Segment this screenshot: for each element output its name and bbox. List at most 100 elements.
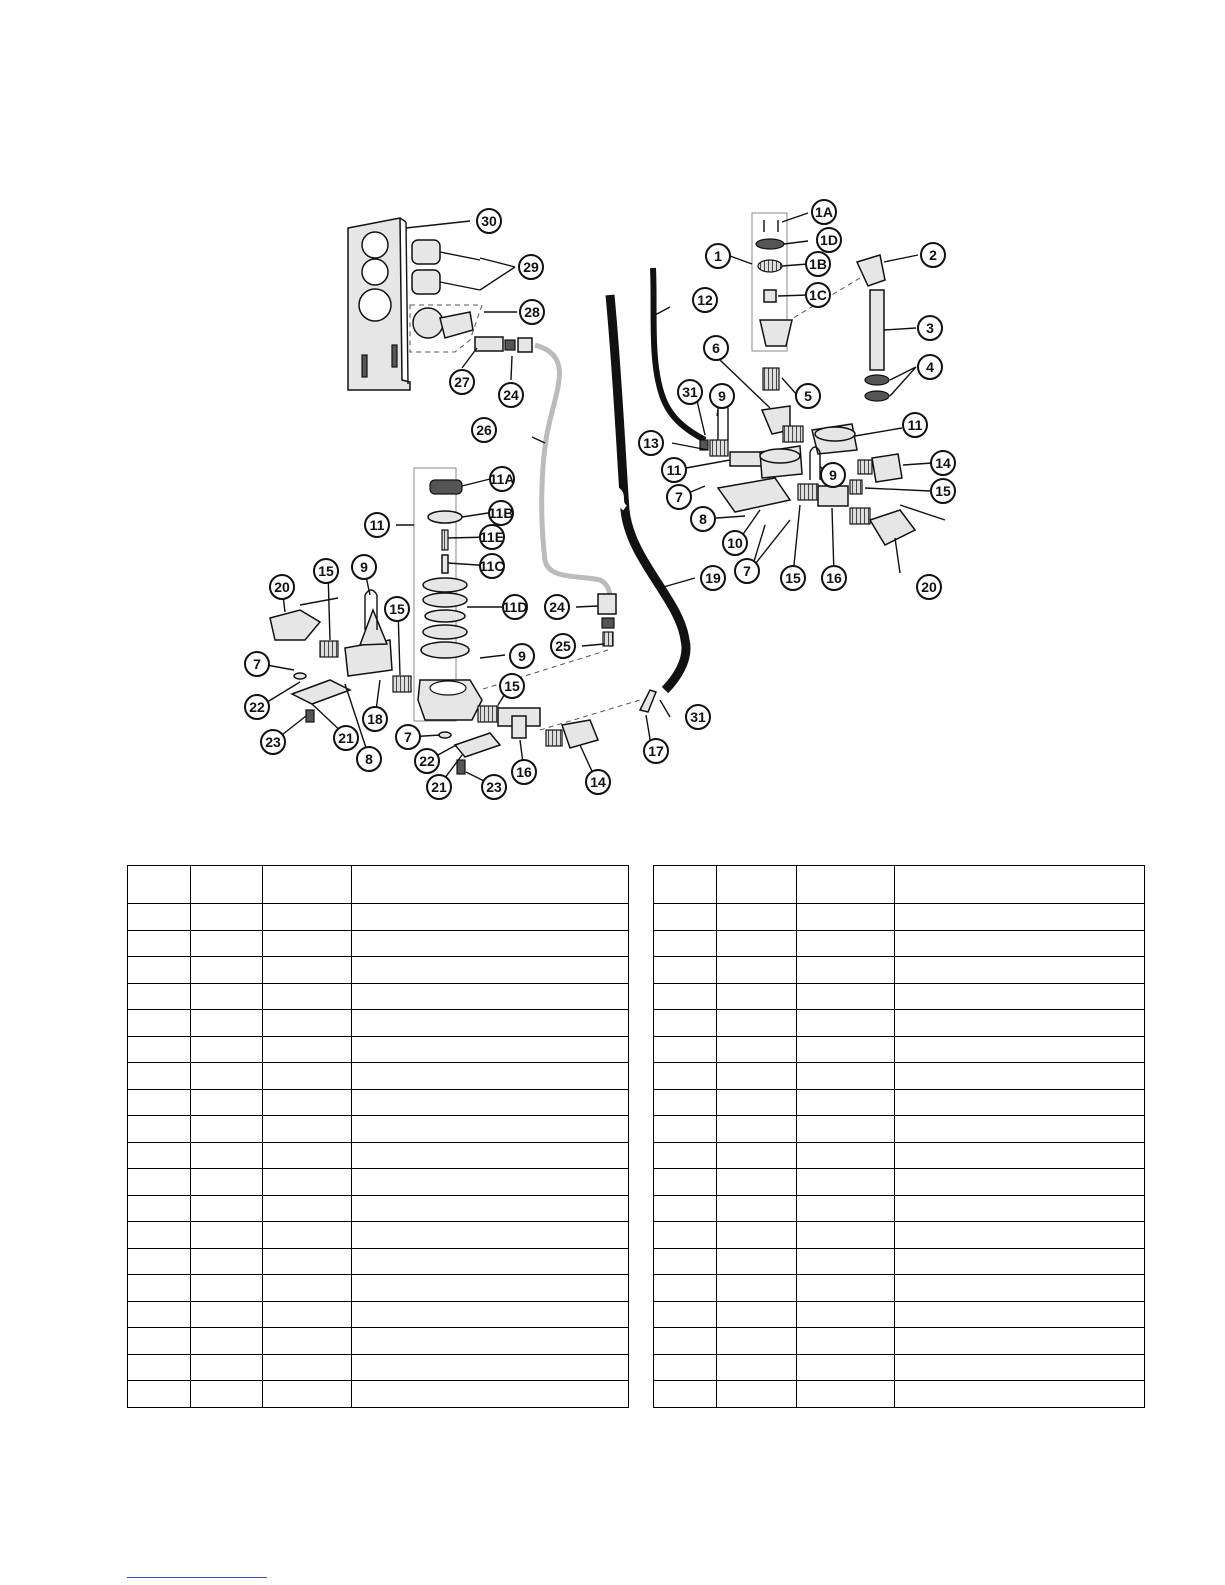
callout-15-left-mid: 15 — [384, 596, 410, 622]
table-row — [127, 1088, 629, 1116]
table-cell — [262, 1380, 352, 1408]
callout-27: 27 — [449, 369, 475, 395]
table-cell — [190, 1353, 263, 1381]
table-cell — [262, 1327, 352, 1355]
table-cell — [190, 1327, 263, 1355]
svg-text:9: 9 — [718, 388, 726, 404]
table-cell — [127, 1035, 191, 1063]
table-row — [127, 903, 629, 931]
table-cell — [190, 1088, 263, 1116]
table-row — [653, 929, 1145, 957]
table-cell — [262, 1088, 352, 1116]
table-cell — [127, 1221, 191, 1249]
table-cell — [796, 1353, 895, 1381]
table-cell — [653, 1035, 717, 1063]
svg-text:15: 15 — [935, 483, 951, 499]
table-cell — [653, 1380, 717, 1408]
callout-25: 25 — [550, 633, 576, 659]
callout-20-left: 20 — [269, 574, 295, 600]
table-cell — [127, 929, 191, 957]
svg-text:29: 29 — [523, 259, 539, 275]
callout-10: 10 — [722, 530, 748, 556]
svg-text:7: 7 — [404, 729, 412, 745]
table-cell — [894, 865, 1145, 904]
hose-19 — [605, 294, 691, 694]
svg-text:16: 16 — [516, 764, 532, 780]
table-cell — [796, 1221, 895, 1249]
table-cell — [796, 1168, 895, 1196]
table-cell — [796, 929, 895, 957]
table-cell — [716, 1300, 797, 1328]
table-cell — [796, 1088, 895, 1116]
table-row — [127, 1353, 629, 1381]
table-cell — [190, 956, 263, 984]
table-cell — [894, 1274, 1145, 1302]
table-cell — [653, 1353, 717, 1381]
table-row — [653, 1062, 1145, 1090]
table-cell — [190, 982, 263, 1010]
table-row — [653, 1327, 1145, 1355]
table-cell — [716, 1380, 797, 1408]
table-row — [127, 1221, 629, 1249]
table-cell — [262, 1009, 352, 1037]
footer-link-underline[interactable] — [127, 1577, 267, 1578]
callout-11B: 11B — [488, 500, 514, 526]
table-cell — [653, 1327, 717, 1355]
callout-22-left: 22 — [244, 694, 270, 720]
table-cell — [716, 1088, 797, 1116]
table-cell — [190, 1194, 263, 1222]
callout-11E: 11E — [479, 524, 505, 550]
svg-text:20: 20 — [274, 579, 290, 595]
table-cell — [894, 1035, 1145, 1063]
table-cell — [653, 1062, 717, 1090]
svg-text:3: 3 — [926, 320, 934, 336]
svg-text:1D: 1D — [820, 232, 838, 248]
table-cell — [127, 1194, 191, 1222]
table-cell — [351, 1009, 629, 1037]
callout-16-right: 16 — [821, 565, 847, 591]
table-cell — [716, 1194, 797, 1222]
table-row — [127, 982, 629, 1010]
table-cell — [351, 865, 629, 904]
callout-8-right: 8 — [690, 506, 716, 532]
svg-text:9: 9 — [360, 559, 368, 575]
exploded-parts-diagram: 30 29 28 27 24 26 1A 1D 1 1B 1C 2 12 3 6… — [244, 199, 956, 800]
table-cell — [262, 1035, 352, 1063]
table-row — [127, 1380, 629, 1408]
parts-list-table-right — [653, 865, 1145, 1408]
switch-knobs — [411, 239, 481, 295]
table-row — [653, 1141, 1145, 1169]
table-cell — [262, 1194, 352, 1222]
callout-13: 13 — [638, 430, 664, 456]
table-cell — [894, 1168, 1145, 1196]
table-cell — [894, 929, 1145, 957]
table-cell — [262, 1353, 352, 1381]
callout-31-upper: 31 — [677, 379, 703, 405]
svg-text:23: 23 — [486, 779, 502, 795]
table-row — [127, 1194, 629, 1222]
svg-text:21: 21 — [431, 779, 447, 795]
svg-text:10: 10 — [727, 535, 743, 551]
svg-text:23: 23 — [265, 734, 281, 750]
table-cell — [351, 929, 629, 957]
table-cell — [796, 1380, 895, 1408]
table-cell — [127, 1247, 191, 1275]
svg-text:11A: 11A — [490, 471, 515, 487]
callout-9-mid: 9 — [509, 643, 535, 669]
table-row — [127, 1327, 629, 1355]
table-cell — [653, 956, 717, 984]
table-cell — [653, 929, 717, 957]
table-cell — [894, 1247, 1145, 1275]
table-cell — [351, 1115, 629, 1143]
table-row — [127, 929, 629, 957]
table-cell — [894, 1300, 1145, 1328]
table-cell — [351, 1247, 629, 1275]
table-cell — [716, 1115, 797, 1143]
callout-5: 5 — [795, 383, 821, 409]
table-row — [653, 1115, 1145, 1143]
right-valve-assembly — [699, 402, 946, 546]
table-cell — [127, 1353, 191, 1381]
svg-text:11B: 11B — [489, 505, 514, 521]
table-row — [653, 1380, 1145, 1408]
table-cell — [351, 1088, 629, 1116]
